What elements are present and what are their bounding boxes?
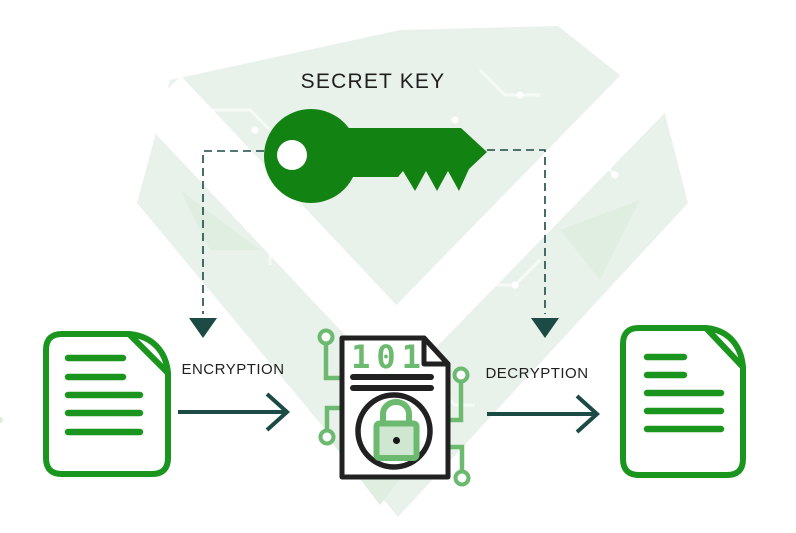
decryption-arrow [487,394,600,434]
encryption-arrow [178,392,290,432]
secret-key-icon [264,109,487,203]
arrow-down-icon [531,318,559,338]
arrow-down-icon [189,318,217,338]
encrypted-document-icon [317,328,471,487]
decryption-label: DECRYPTION [485,365,589,382]
binary-101-label: 101 [351,338,427,376]
key-to-decryption-connector [487,149,559,338]
circuit-traces [317,328,471,487]
encryption-label: ENCRYPTION [181,361,285,378]
secret-key-label: SECRET KEY [300,70,446,93]
lock-icon [355,392,433,470]
key-to-encryption-connector [189,150,264,338]
decrypted-document-icon [620,325,746,478]
plaintext-document-icon [43,331,171,477]
